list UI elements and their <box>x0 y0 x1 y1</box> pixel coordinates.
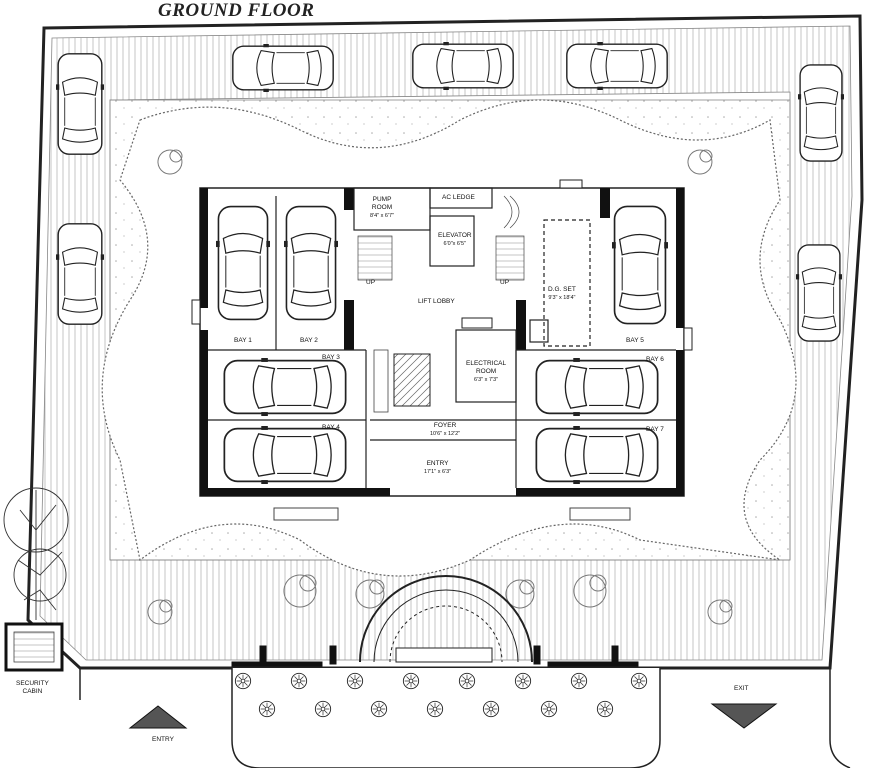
label-entry-hall: ENTRY 17'1" x 6'3" <box>424 460 451 476</box>
label-bay-2: BAY 2 <box>300 337 318 344</box>
electrical-room-name: ELECTRICAL ROOM <box>466 360 507 375</box>
building <box>191 179 693 497</box>
label-bay-6: BAY 6 <box>646 356 664 363</box>
label-dg-set: D.G. SET 9'3" x 18'4" <box>548 286 576 302</box>
entry-arrow-icon <box>128 705 188 729</box>
elevator-name: ELEVATOR <box>438 232 472 239</box>
pump-room-dim: 8'4" x 6'7" <box>370 213 395 219</box>
label-ac-ledge: AC LEDGE <box>442 194 475 202</box>
label-bay-5: BAY 5 <box>626 337 644 344</box>
label-foyer: FOYER 10'6" x 12'2" <box>430 422 460 438</box>
plan-title: GROUND FLOOR <box>158 0 315 21</box>
label-bay-4: BAY 4 <box>322 424 340 431</box>
ac-ledge-name: AC LEDGE <box>442 194 475 201</box>
stairs <box>357 195 525 281</box>
label-bay-7: BAY 7 <box>646 426 664 433</box>
lift-lobby-name: LIFT LOBBY <box>418 298 455 305</box>
front-wall <box>231 645 639 667</box>
dg-set-dim: 9'3" x 18'4" <box>548 295 576 301</box>
pump-room-name: PUMP ROOM <box>371 196 393 211</box>
label-entry: ENTRY <box>152 736 174 743</box>
security-cabin <box>4 622 64 672</box>
elevator-dim: 6'0"x 6'5" <box>443 241 467 247</box>
label-lift-lobby: LIFT LOBBY <box>418 298 455 306</box>
label-stair-up-right: UP <box>500 279 510 286</box>
label-exit: EXIT <box>734 685 749 692</box>
road-median <box>231 668 661 768</box>
label-electrical-room: ELECTRICAL ROOM 6'3" x 7'3" <box>466 360 506 384</box>
entrance-arch <box>359 575 533 663</box>
foyer-dim: 10'6" x 12'2" <box>430 431 461 437</box>
tree <box>3 487 69 620</box>
entry-hall-dim: 17'1" x 6'3" <box>424 469 452 475</box>
exit-arrow-icon <box>710 703 778 729</box>
label-bay-3: BAY 3 <box>322 354 340 361</box>
entry-hall-name: ENTRY <box>426 460 449 467</box>
label-pump-room: PUMP ROOM 8'4" x 6'7" <box>370 196 394 220</box>
label-security-cabin: SECURITY CABIN <box>16 680 49 695</box>
electrical-room-dim: 6'3" x 7'3" <box>474 377 499 383</box>
foyer-feature <box>393 353 431 407</box>
dg-set-name: D.G. SET <box>548 286 576 293</box>
foyer-name: FOYER <box>433 422 457 429</box>
label-bay-1: BAY 1 <box>234 337 252 344</box>
garden-swirls <box>147 149 733 625</box>
label-elevator: ELEVATOR 6'0"x 6'5" <box>438 232 472 248</box>
label-stair-up-left: UP <box>366 279 376 286</box>
